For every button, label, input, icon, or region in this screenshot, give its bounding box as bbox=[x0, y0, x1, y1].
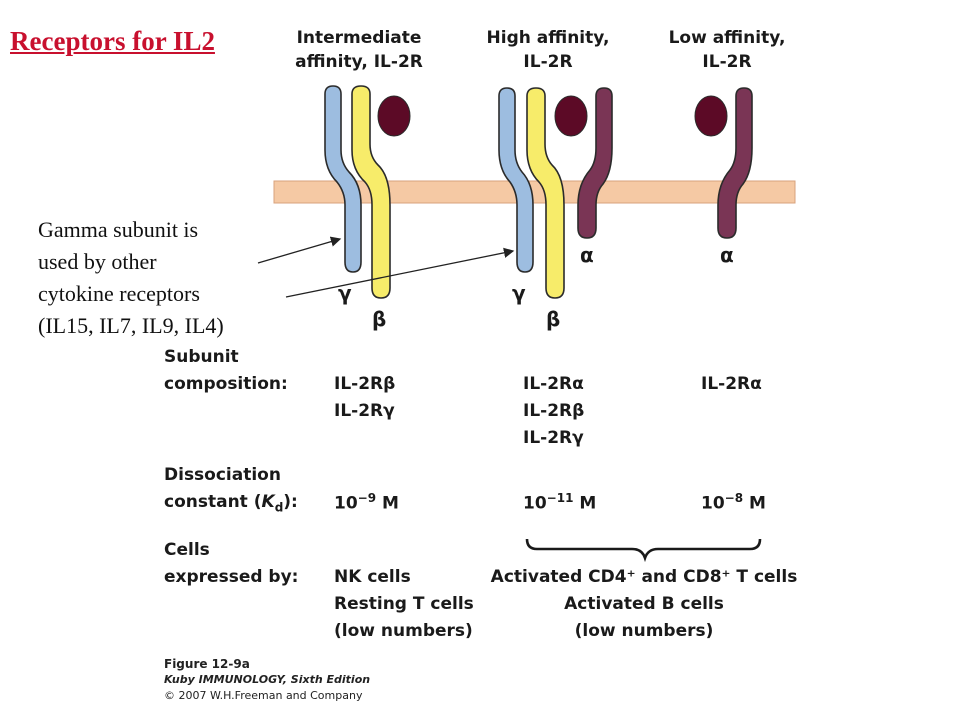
gamma-chain-intermediate bbox=[324, 85, 362, 273]
kd-symbol: K bbox=[261, 492, 275, 512]
kd-exponent: −11 bbox=[546, 491, 574, 505]
beta-label-high: β bbox=[546, 307, 561, 331]
kd-base: 10 bbox=[334, 493, 358, 514]
kd-label-suffix: ): bbox=[283, 492, 298, 512]
gamma-chain-high bbox=[498, 87, 534, 273]
row-label-cells: Cells expressed by: bbox=[164, 537, 298, 591]
figure-source: Kuby IMMUNOLOGY, Sixth Edition bbox=[164, 673, 371, 686]
kd-low: 10−8 M bbox=[701, 491, 766, 514]
note-line: cytokine receptors bbox=[38, 281, 200, 306]
gamma-subunit-note: Gamma subunit is used by other cytokine … bbox=[38, 214, 278, 342]
composition-high: IL-2Rα IL-2Rβ IL-2Rγ bbox=[523, 371, 584, 452]
header-line: Low affinity, bbox=[668, 28, 786, 48]
cells-intermediate: NK cells Resting T cells (low numbers) bbox=[334, 564, 474, 645]
header-low-affinity: Low affinity, IL-2R bbox=[632, 26, 822, 74]
il2-cytokine-low bbox=[694, 95, 728, 137]
gamma-label-high: γ bbox=[512, 281, 526, 305]
row-label-dissociation: Dissociation constant (Kd): bbox=[164, 462, 298, 521]
kd-subscript: d bbox=[274, 500, 284, 515]
note-line: Gamma subunit is bbox=[38, 217, 199, 242]
row-label-line: Dissociation bbox=[164, 465, 281, 485]
kd-base: 10 bbox=[701, 493, 725, 514]
header-high-affinity: High affinity, IL-2R bbox=[453, 26, 643, 74]
cell-type: (low numbers) bbox=[574, 621, 714, 641]
subunit-name: IL-2Rγ bbox=[523, 428, 584, 448]
kd-label-prefix: constant ( bbox=[164, 492, 262, 512]
note-line: used by other bbox=[38, 249, 157, 274]
beta-label-intermediate: β bbox=[372, 307, 387, 331]
arrow-to-gamma-high bbox=[285, 247, 515, 298]
kd-unit: M bbox=[579, 493, 597, 514]
header-line: IL-2R bbox=[523, 52, 573, 72]
header-line: Intermediate bbox=[296, 28, 422, 48]
cells-brace bbox=[525, 538, 762, 563]
figure-number: Figure 12-9a bbox=[164, 657, 250, 671]
cell-type: Resting T cells bbox=[334, 594, 474, 614]
cell-type: (low numbers) bbox=[334, 621, 473, 641]
subunit-name: IL-2Rβ bbox=[523, 401, 585, 421]
kd-intermediate: 10−9 M bbox=[334, 491, 399, 514]
arrow-to-gamma-intermediate bbox=[257, 236, 342, 264]
row-label-composition: Subunit composition: bbox=[164, 344, 288, 398]
row-label-line: expressed by: bbox=[164, 567, 299, 587]
header-line: High affinity, bbox=[486, 28, 610, 48]
subunit-name: IL-2Rγ bbox=[334, 401, 395, 421]
figure-caption: Figure 12-9a Kuby IMMUNOLOGY, Sixth Edit… bbox=[164, 656, 370, 704]
kd-exponent: −9 bbox=[357, 491, 377, 505]
header-line: affinity, IL-2R bbox=[295, 52, 423, 72]
alpha-chain-low bbox=[717, 87, 753, 239]
subunit-name: IL-2Rα bbox=[701, 374, 762, 394]
subunit-name: IL-2Rα bbox=[523, 374, 584, 394]
composition-intermediate: IL-2Rβ IL-2Rγ bbox=[334, 371, 395, 425]
alpha-label-high: α bbox=[580, 243, 594, 267]
kd-exponent: −8 bbox=[724, 491, 744, 505]
row-label-line: Subunit bbox=[164, 347, 239, 367]
kd-high: 10−11 M bbox=[523, 491, 596, 514]
row-label-line: constant (Kd): bbox=[164, 489, 298, 521]
alpha-chain-high bbox=[577, 87, 613, 239]
gamma-label-intermediate: γ bbox=[338, 281, 352, 305]
il2-cytokine-high bbox=[554, 95, 588, 137]
row-label-line: Cells bbox=[164, 540, 210, 560]
figure-copyright: © 2007 W.H.Freeman and Company bbox=[164, 689, 363, 702]
beta-chain-high bbox=[526, 87, 565, 299]
kd-unit: M bbox=[749, 493, 766, 514]
kd-unit: M bbox=[382, 493, 399, 514]
alpha-label-low: α bbox=[720, 243, 734, 267]
il2-cytokine-intermediate bbox=[377, 95, 411, 137]
cell-type: Activated B cells bbox=[564, 594, 724, 614]
cell-type: Activated CD4⁺ and CD8⁺ T cells bbox=[490, 567, 798, 587]
header-intermediate-affinity: Intermediate affinity, IL-2R bbox=[264, 26, 454, 74]
composition-low: IL-2Rα bbox=[701, 371, 762, 398]
row-label-line: composition: bbox=[164, 374, 288, 394]
cell-type: NK cells bbox=[334, 567, 411, 587]
cell-membrane bbox=[273, 180, 796, 204]
subunit-name: IL-2Rβ bbox=[334, 374, 396, 394]
note-line: (IL15, IL7, IL9, IL4) bbox=[38, 313, 224, 338]
beta-chain-intermediate bbox=[351, 85, 391, 299]
cells-high-low: Activated CD4⁺ and CD8⁺ T cells Activate… bbox=[474, 564, 814, 645]
page-title: Receptors for IL2 bbox=[10, 26, 215, 56]
kd-base: 10 bbox=[523, 493, 547, 514]
header-line: IL-2R bbox=[702, 52, 752, 72]
